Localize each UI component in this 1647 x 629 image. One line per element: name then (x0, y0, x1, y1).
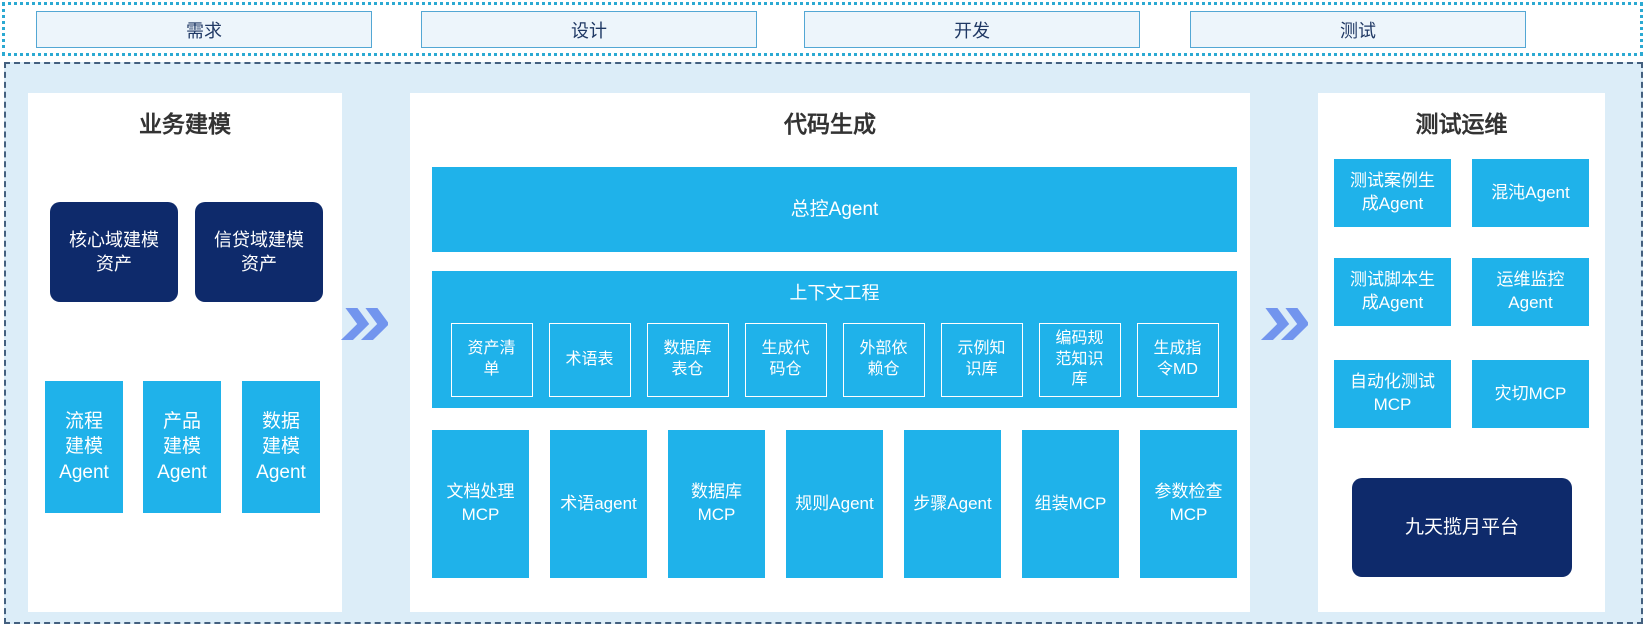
disaster-switch-mcp-box: 灾切MCP (1472, 360, 1589, 428)
example-knowledge-base-box: 示例知识库 (940, 323, 1023, 397)
context-engineering-section: 上下文工程 资产清单 术语表 数据库表仓 生成代码仓 外部依赖仓 示例知识库 编… (432, 271, 1237, 408)
panel-business-modeling: 业务建模 核心域建模资产 信贷域建模资产 流程建模Agent 产品建模Agent… (28, 93, 342, 612)
test-case-gen-agent-box: 测试案例生成Agent (1334, 159, 1451, 227)
automated-test-mcp-box: 自动化测试MCP (1334, 360, 1451, 428)
external-deps-repo-box: 外部依赖仓 (842, 323, 925, 397)
stage-strip: 需求 设计 开发 测试 (2, 2, 1643, 56)
rule-agent-box: 规则Agent (786, 430, 883, 578)
stage-box-development: 开发 (804, 11, 1140, 48)
panel-code-generation: 代码生成 总控Agent 上下文工程 资产清单 术语表 数据库表仓 生成代码仓 … (410, 93, 1250, 612)
glossary-box: 术语表 (548, 323, 631, 397)
stage-box-requirements: 需求 (36, 11, 372, 48)
data-modeling-agent-box: 数据建模Agent (242, 381, 320, 513)
process-modeling-agent-box: 流程建模Agent (45, 381, 123, 513)
stage-label-requirements: 需求 (186, 20, 222, 41)
step-agent-box: 步骤Agent (904, 430, 1001, 578)
param-check-mcp-box: 参数检查MCP (1140, 430, 1237, 578)
chevron-right-icon (340, 304, 388, 344)
stage-box-design: 设计 (421, 11, 757, 48)
panel-test-operations: 测试运维 测试案例生成Agent 混沌Agent 测试脚本生成Agent 运维监… (1318, 93, 1605, 612)
ops-monitoring-agent-box: 运维监控Agent (1472, 258, 1589, 326)
master-agent-bar: 总控Agent (432, 167, 1237, 252)
database-mcp-box: 数据库MCP (668, 430, 765, 578)
stage-label-testing: 测试 (1340, 20, 1376, 41)
db-table-repo-box: 数据库表仓 (646, 323, 729, 397)
stage-box-testing: 测试 (1190, 11, 1526, 48)
glossary-agent-box: 术语agent (550, 430, 647, 578)
context-items-row: 资产清单 术语表 数据库表仓 生成代码仓 外部依赖仓 示例知识库 编码规范知识库… (432, 323, 1237, 397)
credit-domain-asset-box: 信贷域建模资产 (195, 202, 323, 302)
workers-row: 文档处理MCP 术语agent 数据库MCP 规则Agent 步骤Agent 组… (432, 430, 1237, 578)
product-modeling-agent-box: 产品建模Agent (143, 381, 221, 513)
doc-processing-mcp-box: 文档处理MCP (432, 430, 529, 578)
asset-list-box: 资产清单 (450, 323, 533, 397)
coding-standard-kb-box: 编码规范知识库 (1038, 323, 1121, 397)
main-container: 业务建模 核心域建模资产 信贷域建模资产 流程建模Agent 产品建模Agent… (4, 62, 1643, 624)
stage-label-design: 设计 (571, 20, 607, 41)
business-panel-title: 业务建模 (139, 111, 231, 137)
chaos-agent-box: 混沌Agent (1472, 159, 1589, 227)
test-script-gen-agent-box: 测试脚本生成Agent (1334, 258, 1451, 326)
chevron-right-icon (1260, 304, 1308, 344)
codegen-panel-title: 代码生成 (784, 111, 876, 137)
context-engineering-title: 上下文工程 (789, 283, 880, 303)
assembly-mcp-box: 组装MCP (1022, 430, 1119, 578)
jiutian-lanyue-platform-box: 九天揽月平台 (1352, 478, 1572, 577)
core-domain-asset-box: 核心域建模资产 (50, 202, 178, 302)
testops-panel-title: 测试运维 (1415, 111, 1508, 137)
stage-label-development: 开发 (954, 20, 990, 41)
generated-code-repo-box: 生成代码仓 (744, 323, 827, 397)
generation-instruction-md-box: 生成指令MD (1136, 323, 1219, 397)
